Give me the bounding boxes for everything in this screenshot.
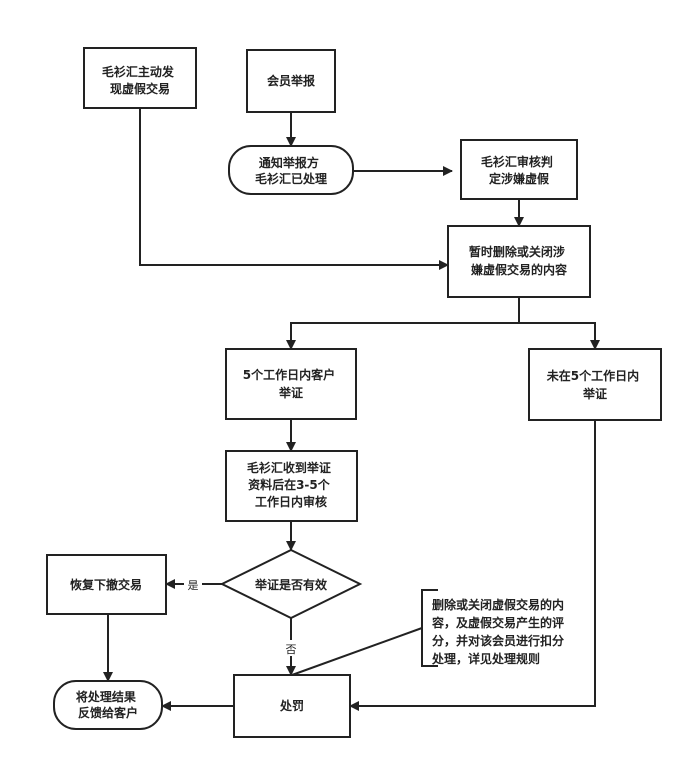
svg-text:暂时删除或关闭涉 嫌虚假交易的内容: 暂时删除或关闭涉 嫌虚假交易的内容 (469, 244, 569, 277)
node-temp-delete-line-1: 暂时删除或关闭涉 (469, 244, 565, 259)
svg-text:恢复下撤交易: 恢复下撤交易 (70, 577, 142, 592)
node-not-within-5-line-1: 未在5个工作日内 (546, 368, 639, 383)
node-proof-within-5-line-1: 5个工作日内客户 (243, 367, 335, 382)
svg-text:毛衫汇主动发 现虚假交易: 毛衫汇主动发 现虚假交易 (102, 64, 178, 96)
svg-text:5个工作日内客户 举证: 5个工作日内客户 举证 (243, 367, 340, 400)
annotation-line-2: 容，及虚假交易产生的评 (431, 615, 564, 630)
edge-notwithin-to-penalty (349, 420, 596, 711)
annotation-line-4: 处理，详见处理规则 (431, 651, 540, 666)
node-member-report-line-1: 会员举报 (267, 73, 315, 88)
node-notify-reporter: 通知举报方 毛衫汇已处理 (228, 145, 354, 195)
node-feedback-customer-line-1: 将处理结果 (76, 689, 136, 704)
node-penalty-line-1: 处罚 (279, 698, 304, 713)
node-notify-reporter-line-2: 毛衫汇已处理 (255, 171, 327, 186)
node-review-judge-line-1: 毛衫汇审核判 (481, 154, 553, 169)
node-maoshanhui-discover-line-2: 现虚假交易 (110, 81, 170, 96)
annotation-line-3: 分，并对该会员进行扣分 (432, 633, 564, 648)
node-decision-valid: 举证是否有效 (219, 548, 363, 620)
svg-text:未在5个工作日内 举证: 未在5个工作日内 举证 (546, 368, 644, 401)
node-review-materials: 毛衫汇收到举证 资料后在3-5个 工作日内审核 (225, 450, 358, 522)
node-member-report: 会员举报 (246, 49, 336, 113)
node-review-materials-line-1: 毛衫汇收到举证 (247, 460, 331, 475)
node-proof-within-5: 5个工作日内客户 举证 (225, 348, 357, 420)
annotation-note: 删除或关闭虚假交易的内 容，及虚假交易产生的评 分，并对该会员进行扣分 处理，详… (421, 589, 568, 667)
node-review-materials-line-2: 资料后在3-5个 (248, 477, 331, 492)
annotation-bracket (421, 589, 438, 667)
svg-text:处罚: 处罚 (279, 698, 304, 713)
svg-text:将处理结果 反馈给客户: 将处理结果 反馈给客户 (76, 689, 140, 720)
svg-text:删除或关闭虚假交易的内 容，及虚假交易产生的评: 删除或关闭虚假交易的内 容，及虚假交易产生的评 分，并对该会员进行扣分 处理，详… (431, 597, 568, 666)
svg-text:会员举报: 会员举报 (267, 73, 315, 88)
node-penalty: 处罚 (233, 674, 351, 738)
node-temp-delete-line-2: 嫌虚假交易的内容 (470, 262, 567, 277)
node-feedback-customer: 将处理结果 反馈给客户 (53, 680, 163, 730)
node-decision-valid-line-1: 举证是否有效 (254, 577, 328, 592)
node-maoshanhui-discover: 毛衫汇主动发 现虚假交易 (83, 47, 197, 109)
edge-split-to-notwithin (519, 322, 600, 350)
edge-label-no: 否 (282, 640, 300, 656)
node-restore-withdraw-line-1: 恢复下撤交易 (70, 577, 142, 592)
svg-text:通知举报方 毛衫汇已处理: 通知举报方 毛衫汇已处理 (255, 155, 327, 186)
node-maoshanhui-discover-line-1: 毛衫汇主动发 (102, 64, 175, 79)
edge-label-no-text: 否 (286, 643, 297, 656)
node-proof-within-5-line-2: 举证 (278, 385, 303, 400)
annotation-line-1: 删除或关闭虚假交易的内 (432, 597, 564, 612)
node-review-judge: 毛衫汇审核判 定涉嫌虚假 (460, 139, 578, 200)
edge-label-yes-text: 是 (188, 579, 199, 592)
node-not-within-5-line-2: 举证 (582, 386, 607, 401)
node-temp-delete: 暂时删除或关闭涉 嫌虚假交易的内容 (447, 225, 591, 298)
svg-text:毛衫汇审核判 定涉嫌虚假: 毛衫汇审核判 定涉嫌虚假 (481, 154, 557, 186)
node-not-within-5: 未在5个工作日内 举证 (528, 348, 662, 421)
node-review-materials-line-3: 工作日内审核 (255, 494, 327, 509)
node-notify-reporter-line-1: 通知举报方 (259, 155, 319, 170)
edge-discover-to-tempdelete (139, 108, 449, 270)
node-feedback-customer-line-2: 反馈给客户 (78, 705, 138, 720)
edges (103, 108, 600, 711)
edge-tempdelete-split (286, 297, 520, 350)
svg-text:举证是否有效: 举证是否有效 (254, 577, 328, 592)
node-restore-withdraw: 恢复下撤交易 (46, 554, 167, 615)
edge-label-yes: 是 (184, 576, 202, 592)
svg-text:毛衫汇收到举证 资料后在3-5个 工: 毛衫汇收到举证 资料后在3-5个 工作日内审核 (247, 460, 335, 509)
annotation-connector (291, 627, 423, 676)
node-review-judge-line-2: 定涉嫌虚假 (489, 171, 550, 186)
